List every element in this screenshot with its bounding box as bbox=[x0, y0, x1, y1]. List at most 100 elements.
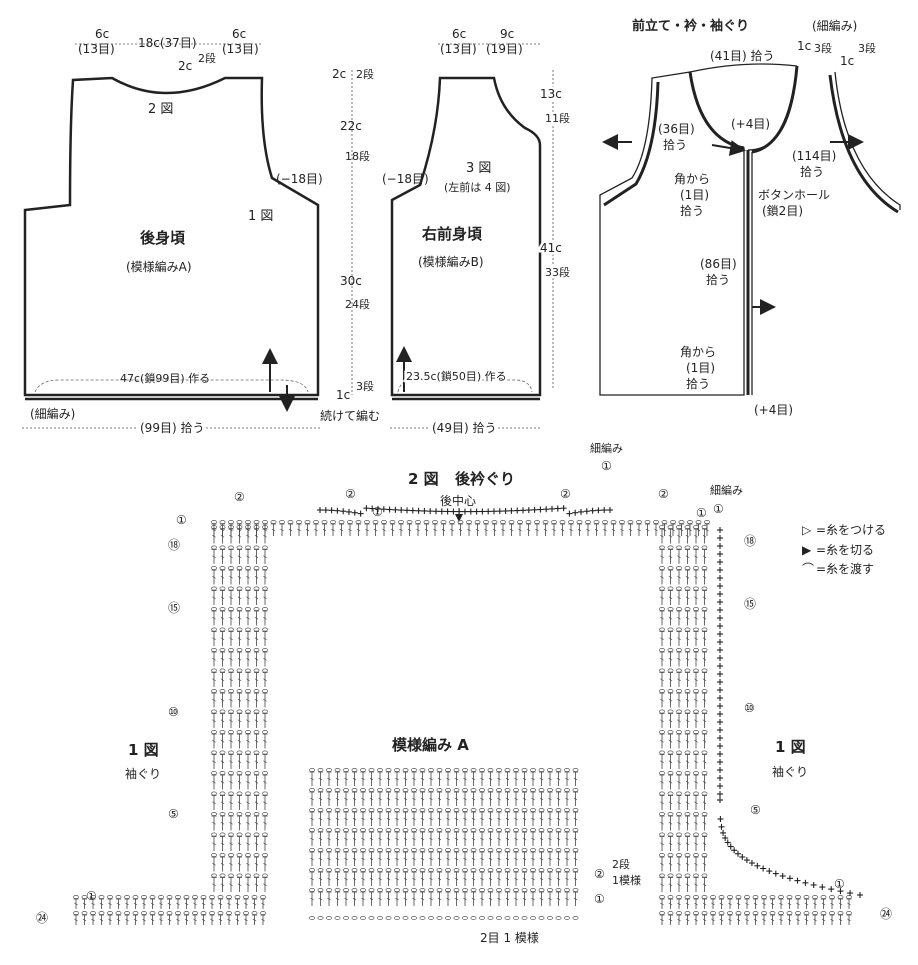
dc-stitch bbox=[702, 856, 707, 872]
chain-stitch bbox=[411, 868, 417, 872]
chain-stitch bbox=[513, 828, 519, 832]
row-label-10-right: ⑩ bbox=[744, 701, 755, 715]
dc-stitch bbox=[693, 754, 699, 769]
dc-stitch bbox=[220, 672, 225, 687]
border-right-armhole-band bbox=[828, 74, 899, 214]
back-decrease: (−18目) bbox=[276, 172, 323, 186]
chain-stitch bbox=[687, 520, 693, 524]
chain-stitch bbox=[786, 895, 793, 899]
chain-stitch bbox=[219, 566, 226, 570]
chain-stitch bbox=[432, 520, 438, 524]
sc-stitch bbox=[595, 507, 602, 514]
chain-stitch bbox=[684, 791, 691, 796]
chain-stitch bbox=[667, 832, 674, 837]
chain-stitch bbox=[253, 520, 260, 524]
chain-stitch bbox=[538, 828, 545, 832]
dc-stitch bbox=[479, 851, 485, 866]
chain-stitch bbox=[124, 895, 130, 899]
dc-stitch bbox=[471, 851, 476, 866]
dc-stitch bbox=[668, 631, 673, 646]
front-top-mid-stitches: (19目) bbox=[486, 42, 523, 56]
chain-stitch bbox=[211, 709, 217, 714]
dc-stitch bbox=[245, 610, 251, 626]
dc-stitch bbox=[702, 774, 707, 790]
chain-stitch bbox=[693, 895, 699, 899]
dc-stitch bbox=[245, 549, 251, 564]
chain-stitch bbox=[411, 808, 417, 812]
sc-stitch bbox=[537, 506, 544, 513]
sc-stitch bbox=[717, 559, 723, 565]
dc-stitch bbox=[676, 713, 682, 728]
chain-stitch bbox=[351, 808, 358, 812]
chain-stitch bbox=[262, 750, 268, 755]
height-3-rows: 24段 bbox=[345, 297, 370, 311]
chain-stitch bbox=[572, 848, 579, 852]
dc-stitch bbox=[254, 877, 259, 892]
chain-stitch bbox=[270, 520, 277, 524]
chain-stitch bbox=[296, 520, 302, 524]
dc-stitch bbox=[394, 851, 400, 866]
sc-stitch bbox=[717, 687, 723, 693]
sc-stitch bbox=[720, 829, 727, 836]
border-corner1b: (1目) bbox=[680, 188, 709, 202]
dc-stitch bbox=[702, 836, 707, 851]
chain-stitch bbox=[262, 586, 268, 591]
chain-stitch bbox=[667, 730, 674, 734]
chain-stitch bbox=[243, 911, 249, 915]
dc-stitch bbox=[753, 898, 758, 909]
chain-stitch bbox=[684, 525, 691, 529]
dc-stitch bbox=[573, 891, 578, 906]
chain-stitch bbox=[141, 895, 147, 899]
chain-stitch bbox=[211, 832, 217, 837]
dc-stitch bbox=[228, 549, 234, 564]
sc-stitch bbox=[837, 888, 844, 895]
chain-stitch bbox=[251, 895, 258, 899]
dc-stitch bbox=[228, 692, 234, 708]
chain-stitch bbox=[684, 771, 691, 775]
dc-stitch bbox=[653, 523, 659, 536]
dc-stitch bbox=[611, 523, 616, 536]
chain-stitch bbox=[487, 788, 494, 792]
dc-stitch bbox=[685, 898, 690, 909]
chain-stitch bbox=[701, 832, 708, 837]
chain-stitch bbox=[684, 545, 691, 550]
chain-stitch bbox=[317, 788, 324, 792]
chain-stitch bbox=[228, 750, 234, 755]
chain-stitch bbox=[415, 520, 421, 524]
dc-stitch bbox=[262, 523, 268, 536]
chain-stitch bbox=[701, 627, 708, 632]
chain-stitch bbox=[253, 853, 260, 857]
chain-stitch bbox=[219, 791, 226, 796]
dc-stitch bbox=[243, 914, 249, 925]
chain-stitch bbox=[141, 911, 147, 915]
dc-stitch bbox=[441, 523, 446, 536]
height-4-rows: 3段 bbox=[356, 379, 374, 393]
dc-stitch bbox=[659, 815, 665, 831]
dc-stitch bbox=[454, 891, 459, 906]
dc-stitch bbox=[539, 831, 544, 846]
dc-stitch bbox=[693, 856, 699, 872]
sc-stitch bbox=[717, 575, 723, 581]
dc-stitch bbox=[693, 795, 699, 810]
dc-stitch bbox=[394, 811, 400, 826]
dc-stitch bbox=[659, 754, 665, 769]
dc-stitch bbox=[445, 811, 451, 826]
chain-stitch bbox=[326, 828, 332, 832]
chain-stitch bbox=[175, 911, 181, 915]
dc-stitch bbox=[659, 898, 665, 909]
chain-stitch bbox=[572, 868, 579, 872]
dc-stitch bbox=[237, 590, 242, 605]
dc-stitch bbox=[676, 815, 682, 831]
chain-stitch bbox=[385, 848, 392, 852]
dc-stitch bbox=[343, 851, 349, 866]
dc-stitch bbox=[513, 831, 519, 846]
chain-stitch bbox=[491, 520, 498, 524]
chain-stitch bbox=[479, 828, 485, 832]
dc-stitch bbox=[530, 811, 536, 826]
sc-stitch bbox=[794, 877, 801, 884]
chain-stitch bbox=[693, 586, 699, 591]
dc-stitch bbox=[228, 590, 234, 605]
dc-stitch bbox=[693, 672, 699, 687]
dc-stitch bbox=[124, 914, 130, 925]
dc-stitch bbox=[812, 898, 818, 909]
